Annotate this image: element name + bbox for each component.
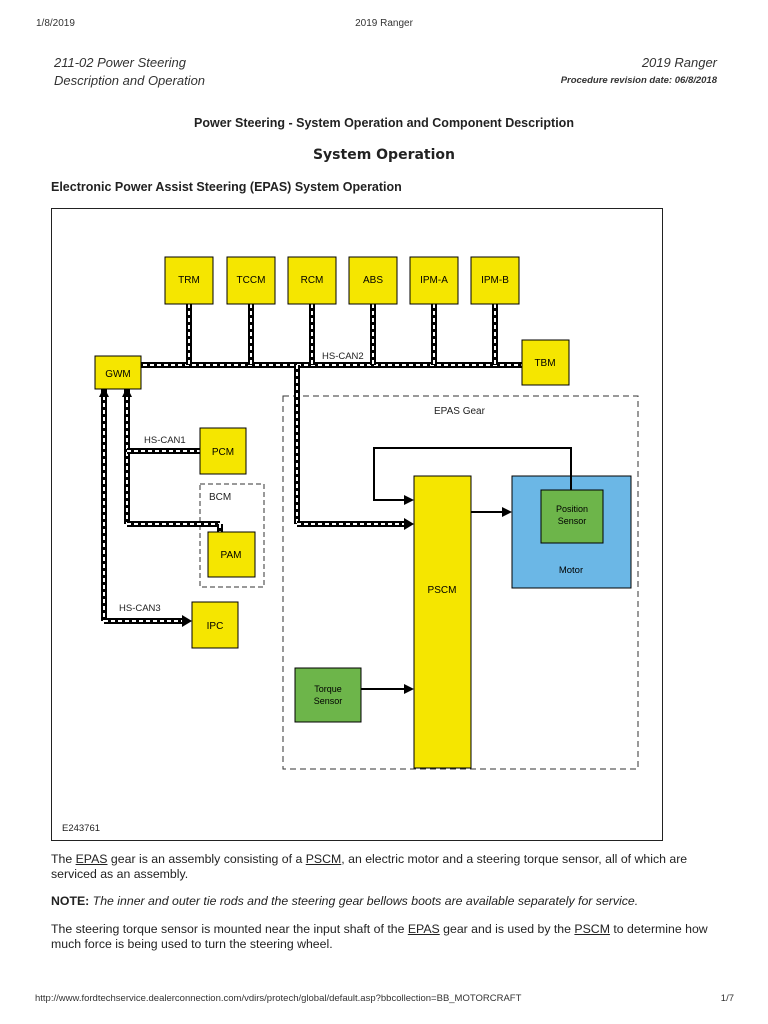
module-pam: PAM	[207, 531, 256, 578]
pscm-link[interactable]: PSCM	[574, 922, 610, 936]
revision-date: Procedure revision date: 06/8/2018	[561, 75, 717, 86]
epas-link[interactable]: EPAS	[75, 852, 108, 866]
module-pcm: PCM	[199, 427, 247, 475]
paragraph-epas-assembly: The EPAS gear is an assembly consisting …	[51, 852, 688, 881]
header-model: 2019 Ranger	[641, 55, 717, 70]
note-paragraph: NOTE: The inner and outer tie rods and t…	[51, 894, 721, 909]
pscm-bus-drop	[294, 365, 414, 530]
svg-text:RCM: RCM	[301, 275, 324, 286]
note-label: NOTE:	[51, 894, 90, 908]
footer-url: http://www.fordtechservice.dealerconnect…	[35, 993, 522, 1004]
subsection-title: Electronic Power Assist Steering (EPAS) …	[51, 180, 402, 194]
bcm-boundary	[199, 483, 265, 588]
svg-text:PAM: PAM	[221, 550, 242, 561]
position-feedback-line	[373, 447, 572, 505]
position-sensor: Position Sensor	[540, 489, 604, 544]
epas-diagram-figure: EPAS Gear BCM HS-CAN2	[51, 208, 663, 841]
hs-can3-bus	[99, 387, 192, 627]
svg-text:Sensor: Sensor	[558, 516, 587, 526]
svg-text:IPM-A: IPM-A	[420, 275, 448, 286]
print-date: 1/8/2019	[36, 18, 75, 29]
page-number: 1/7	[720, 993, 734, 1004]
module-ipc: IPC	[191, 601, 239, 649]
svg-text:PCM: PCM	[212, 447, 234, 458]
torque-pscm-arrow	[361, 684, 414, 694]
svg-text:TRM: TRM	[178, 275, 200, 286]
revision-value: 06/8/2018	[674, 75, 717, 86]
figure-id: E243761	[62, 823, 100, 834]
svg-text:IPC: IPC	[207, 621, 224, 632]
module-gwm: GWM	[94, 355, 142, 390]
print-title: 2019 Ranger	[355, 18, 413, 29]
module-ipm-a: IPM-A	[409, 256, 459, 305]
epas-link[interactable]: EPAS	[407, 922, 440, 936]
svg-text:IPM-B: IPM-B	[481, 275, 509, 286]
epas-gear-boundary	[282, 395, 639, 770]
note-text: The inner and outer tie rods and the ste…	[89, 894, 639, 908]
epas-gear-label: EPAS Gear	[434, 406, 486, 417]
svg-text:TBM: TBM	[534, 358, 555, 369]
module-rcm: RCM	[287, 256, 337, 305]
pscm-motor-arrow	[471, 507, 512, 517]
svg-text:ABS: ABS	[363, 275, 383, 286]
svg-text:GWM: GWM	[105, 369, 131, 380]
svg-text:Motor: Motor	[559, 565, 583, 576]
module-pscm: PSCM	[413, 475, 472, 769]
page-title: Power Steering - System Operation and Co…	[194, 116, 574, 130]
section-title: System Operation	[312, 147, 456, 163]
hs-can3-label: HS-CAN3	[119, 603, 161, 614]
paragraph-torque-sensor: The steering torque sensor is mounted ne…	[51, 922, 708, 951]
bcm-label: BCM	[209, 492, 231, 503]
epas-diagram: EPAS Gear BCM HS-CAN2	[62, 256, 639, 834]
module-trm: TRM	[164, 256, 214, 305]
svg-text:Position: Position	[556, 504, 588, 514]
svg-text:TCCM: TCCM	[237, 275, 266, 286]
svg-text:Torque: Torque	[314, 684, 342, 694]
svg-text:Sensor: Sensor	[314, 696, 343, 706]
section-number: 211-02 Power Steering	[54, 55, 187, 70]
module-abs: ABS	[348, 256, 398, 305]
top-module-drops	[186, 304, 498, 365]
hs-can1-bus	[122, 387, 223, 534]
module-ipm-b: IPM-B	[470, 256, 520, 305]
hs-can1-label: HS-CAN1	[144, 435, 186, 446]
svg-text:PSCM: PSCM	[428, 585, 457, 596]
torque-sensor: Torque Sensor	[294, 667, 362, 723]
revision-label: Procedure revision date:	[560, 75, 673, 86]
module-tbm: TBM	[521, 339, 570, 386]
hs-can2-label: HS-CAN2	[322, 351, 364, 362]
section-subtitle: Description and Operation	[54, 73, 206, 88]
pscm-link[interactable]: PSCM	[305, 852, 342, 866]
module-tccm: TCCM	[226, 256, 276, 305]
